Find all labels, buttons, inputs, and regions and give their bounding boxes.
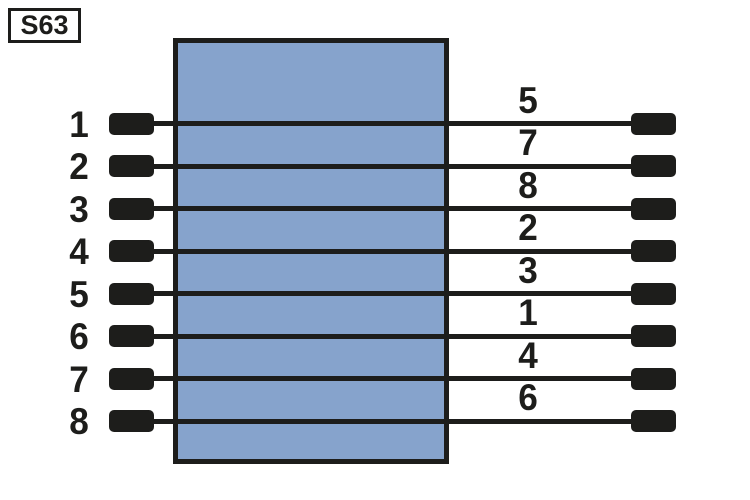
right-pin-terminal (631, 367, 676, 390)
right-pin-terminal (631, 155, 676, 177)
right-pin-label: 4 (518, 334, 538, 376)
wire-line (120, 418, 660, 424)
left-pin-label: 8 (69, 401, 89, 442)
left-pin-terminal (109, 325, 154, 347)
left-pin-terminal (109, 282, 154, 305)
right-pin-terminal (631, 325, 676, 347)
right-pin-label: 8 (518, 164, 538, 206)
right-pin-label: 6 (518, 377, 538, 418)
wire-line (120, 121, 660, 126)
right-pin-terminal (631, 410, 676, 432)
left-pin-label: 1 (69, 103, 89, 145)
left-pin-label: 6 (69, 316, 89, 357)
left-pin-terminal (109, 197, 154, 220)
wire-line (120, 163, 660, 169)
wire-line (120, 291, 660, 296)
right-pin-label: 1 (518, 292, 538, 333)
left-pin-terminal (109, 112, 154, 135)
diagram-title: S63 (20, 10, 69, 40)
left-pin-terminal (109, 367, 154, 390)
wire-line (120, 333, 660, 339)
left-pin-terminal (109, 240, 154, 262)
wire-line (120, 206, 660, 211)
right-pin-label: 5 (518, 79, 538, 121)
right-pin-terminal (631, 112, 676, 135)
diagram-title-box: S63 (8, 8, 81, 43)
right-pin-terminal (631, 240, 676, 262)
right-pin-label: 7 (518, 122, 538, 163)
left-pin-label: 4 (69, 231, 89, 272)
left-pin-label: 7 (69, 358, 89, 400)
left-pin-terminal (109, 410, 154, 432)
left-pin-label: 2 (69, 146, 89, 187)
wire-line (120, 248, 660, 254)
left-pin-label: 3 (69, 188, 89, 230)
right-pin-label: 2 (518, 207, 538, 248)
wire-line (120, 376, 660, 381)
right-pin-label: 3 (518, 249, 538, 291)
right-pin-terminal (631, 282, 676, 305)
left-pin-label: 5 (69, 273, 89, 315)
right-pin-terminal (631, 197, 676, 220)
left-pin-terminal (109, 155, 154, 177)
